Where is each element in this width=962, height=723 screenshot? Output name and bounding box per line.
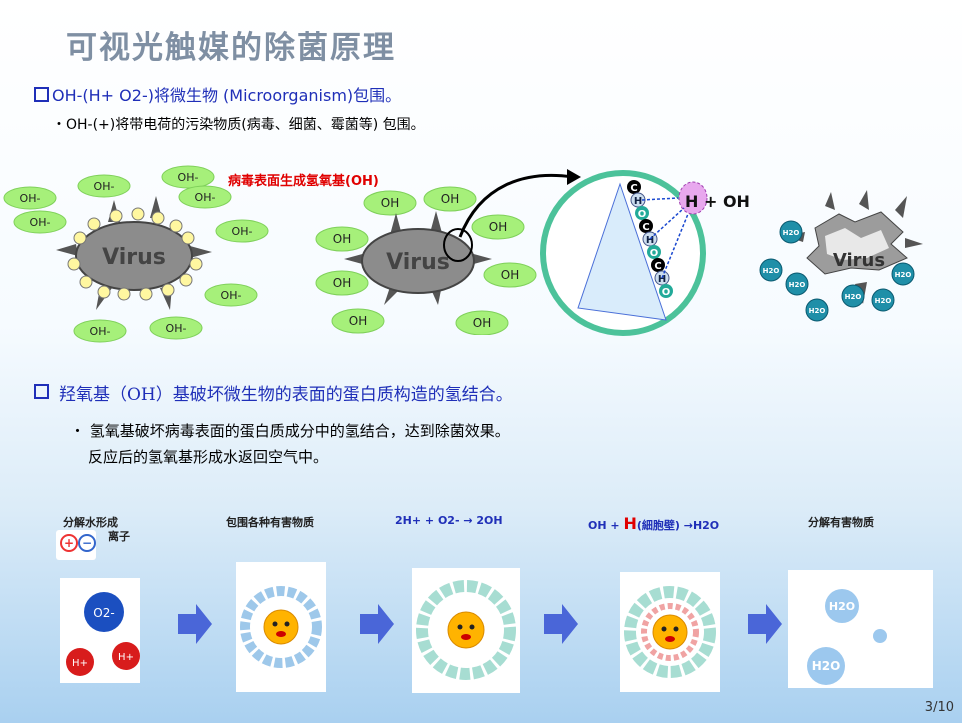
oh-text: OH — [333, 232, 351, 246]
oh-label: OH- — [221, 289, 242, 302]
oh-text: OH — [441, 192, 459, 206]
destroyed-virus-diagram: Virus H2O H2O H2O H2O H2O H2O H2O — [759, 190, 923, 322]
svg-text:H2O: H2O — [763, 267, 780, 275]
bullet-1: OH-(H+ O2-)将微生物 (Microorganism)包围。 — [34, 82, 401, 106]
h-plus-oh-label: H + OH — [685, 192, 750, 211]
svg-text:H2O: H2O — [875, 297, 892, 305]
svg-text:O: O — [662, 287, 671, 298]
virus-oh-diagram: OH OH OH OH OH OH OH OH Virus — [315, 186, 537, 335]
bullet-2-text: 羟氧基（OH）基破坏微生物的表面的蛋白质构造的氢结合。 — [59, 385, 513, 405]
step-arrow-4 — [748, 604, 782, 644]
oh-bubble — [161, 165, 215, 189]
svg-text:H: H — [634, 196, 642, 207]
step-arrow-1 — [178, 604, 212, 644]
oh-label: OH- — [30, 216, 51, 229]
magnified-molecule: C H O C H O C H O — [540, 170, 708, 336]
sub-bullet-2: ・ 氢氧基破坏病毒表面的蛋白质成分中的氢结合，达到除菌效果。 反应后的氢氧基形成… — [70, 418, 510, 470]
checkbox-icon — [34, 87, 49, 102]
oh-bubble — [73, 319, 127, 343]
oh-bubble — [204, 283, 258, 307]
svg-text:H2O: H2O — [812, 659, 841, 673]
oh-text: OH — [473, 316, 491, 330]
page-title: 可视光触媒的除菌原理 — [66, 30, 396, 66]
oh-bubble — [3, 186, 57, 210]
svg-text:H2O: H2O — [829, 600, 855, 613]
oh-bubble — [13, 210, 67, 234]
sub-bullet-1: ・OH-(+)将带电荷的污染物质(病毒、细菌、霉菌等) 包围。 — [52, 117, 425, 133]
step-5-caption: 分解有害物质 — [808, 516, 874, 529]
svg-text:H2O: H2O — [809, 307, 826, 315]
bullet-1-text: OH-(H+ O2-)将微生物 (Microorganism)包围。 — [52, 86, 402, 105]
svg-text:H+: H+ — [72, 658, 88, 669]
oh-label: OH- — [178, 171, 199, 184]
step-2-image — [236, 562, 326, 692]
step-5-image: H2O H2O — [788, 570, 933, 688]
oh-bubble — [149, 316, 203, 340]
svg-text:O2-: O2- — [93, 606, 114, 620]
svg-text:H2O: H2O — [789, 281, 806, 289]
virus-body — [75, 221, 193, 291]
svg-text:H+: H+ — [118, 652, 134, 663]
page-number: 3/10 — [924, 700, 954, 715]
svg-text:H2O: H2O — [895, 271, 912, 279]
oh-label: OH- — [94, 180, 115, 193]
step-3-image — [412, 568, 520, 693]
step-1-caption-2: 离子 — [108, 530, 130, 543]
ion-icon: + − — [56, 530, 96, 560]
oh-bubble — [178, 185, 232, 209]
oh-bubble — [215, 219, 269, 243]
zoom-arrow — [458, 169, 581, 238]
svg-text:O: O — [650, 248, 659, 259]
virus-surrounded-diagram: OH- OH- OH- OH- OH- OH- OH- OH- OH- Viru… — [3, 165, 269, 343]
step-arrow-2 — [360, 604, 394, 644]
sub-bullet-2-line2: 反应后的氢氧基形成水返回空气中。 — [88, 448, 329, 466]
bullet-2: 羟氧基（OH）基破坏微生物的表面的蛋白质构造的氢结合。 — [34, 380, 513, 405]
step-3-caption: 2H+ + O2- → 2OH — [395, 514, 503, 527]
svg-text:H2O: H2O — [783, 229, 800, 237]
svg-text:O: O — [638, 209, 647, 220]
virus-label: Virus — [386, 250, 450, 275]
oh-label: OH- — [166, 322, 187, 335]
svg-text:H: H — [658, 274, 666, 285]
svg-text:H: H — [646, 235, 654, 246]
oh-label: OH- — [90, 325, 111, 338]
oh-text: OH — [333, 276, 351, 290]
svg-text:C: C — [642, 222, 649, 233]
svg-text:H2O: H2O — [845, 293, 862, 301]
oh-text: OH — [489, 220, 507, 234]
zoom-circle — [443, 228, 473, 262]
oh-generation-label: 病毒表面生成氢氧基(OH) — [228, 174, 379, 189]
oh-text: OH — [381, 196, 399, 210]
step-1-image: O2- H+ H+ — [60, 578, 140, 683]
oh-text: OH — [501, 268, 519, 282]
checkbox-icon — [34, 384, 49, 399]
oh-label: OH- — [195, 191, 216, 204]
sub-bullet-2-line1: ・ 氢氧基破坏病毒表面的蛋白质成分中的氢结合，达到除菌效果。 — [70, 422, 510, 440]
step-arrow-3 — [544, 604, 578, 644]
oh-label: OH- — [20, 192, 41, 205]
oh-label: OH- — [232, 225, 253, 238]
svg-text:C: C — [654, 261, 661, 272]
virus-label: Virus — [102, 245, 166, 270]
oh-text: OH — [349, 314, 367, 328]
svg-text:Virus: Virus — [833, 250, 885, 271]
step-1-caption: 分解水形成 — [63, 516, 118, 529]
step-2-caption: 包围各种有害物质 — [226, 516, 314, 529]
oh-bubble — [77, 174, 131, 198]
svg-text:C: C — [630, 183, 637, 194]
step-4-caption: OH + H(細胞壁) →H2O — [588, 514, 720, 533]
step-4-image — [620, 572, 720, 692]
